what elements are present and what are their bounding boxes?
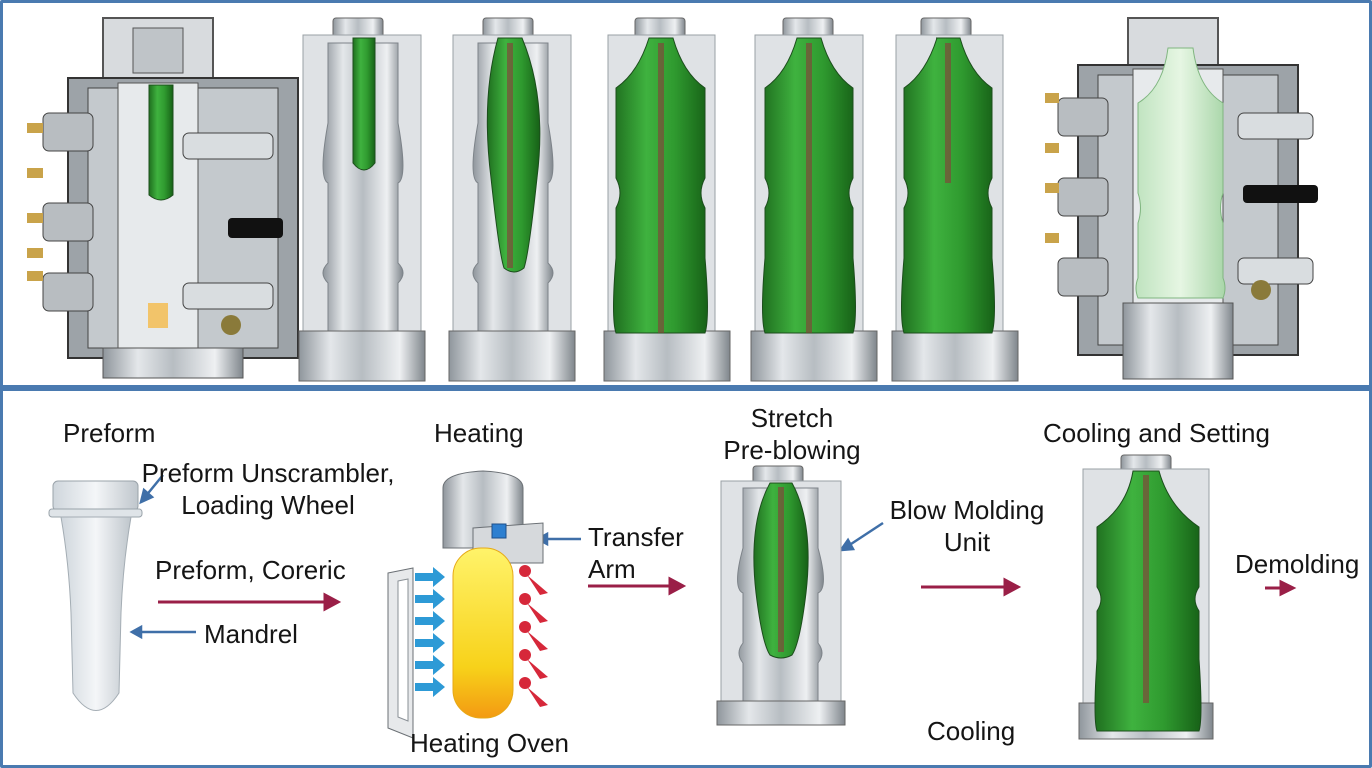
infrared-arrow-icon (519, 565, 548, 707)
mold-icon (603, 17, 731, 382)
label-preform: Preform (63, 418, 156, 448)
label-blow-molding-unit: Blow Molding Unit (889, 495, 1045, 557)
bottle-icon (352, 37, 376, 171)
mold-icon (750, 17, 878, 382)
label-transfer-arm: Transfer Arm (588, 522, 684, 584)
label-heating: Heating (434, 418, 524, 448)
bottle-icon (486, 37, 541, 273)
mold-icon (448, 17, 576, 382)
mold-icon (1078, 454, 1214, 740)
infrared-arrow-icon (415, 567, 445, 697)
pointer-arrow-icon (129, 474, 884, 640)
label-preform-coreric: Preform, Coreric (155, 555, 346, 585)
process-diagram (27, 17, 1318, 740)
mold-icon (298, 17, 426, 382)
label-mandrel: Mandrel (204, 619, 298, 649)
preform-clamp-assembly-icon (27, 17, 299, 379)
preform-icon (48, 480, 143, 711)
arrow-right-icon (158, 576, 1297, 612)
mold-icon (891, 17, 1019, 382)
label-preform-unscrambler: Preform Unscrambler, Loading Wheel (141, 458, 395, 520)
demolding-assembly-icon (1045, 17, 1318, 380)
label-cooling: Cooling (927, 716, 1016, 746)
heater-icon (387, 470, 548, 739)
bottle-icon (901, 37, 995, 334)
section-divider (3, 385, 1369, 391)
label-cooling-and-setting: Cooling and Setting (1043, 418, 1270, 448)
label-stretch-preblowing: Stretch Pre-blowing (723, 403, 861, 465)
label-demolding: Demolding (1235, 549, 1360, 579)
label-heating-oven: Heating Oven (410, 728, 569, 758)
mold-icon (716, 465, 846, 726)
